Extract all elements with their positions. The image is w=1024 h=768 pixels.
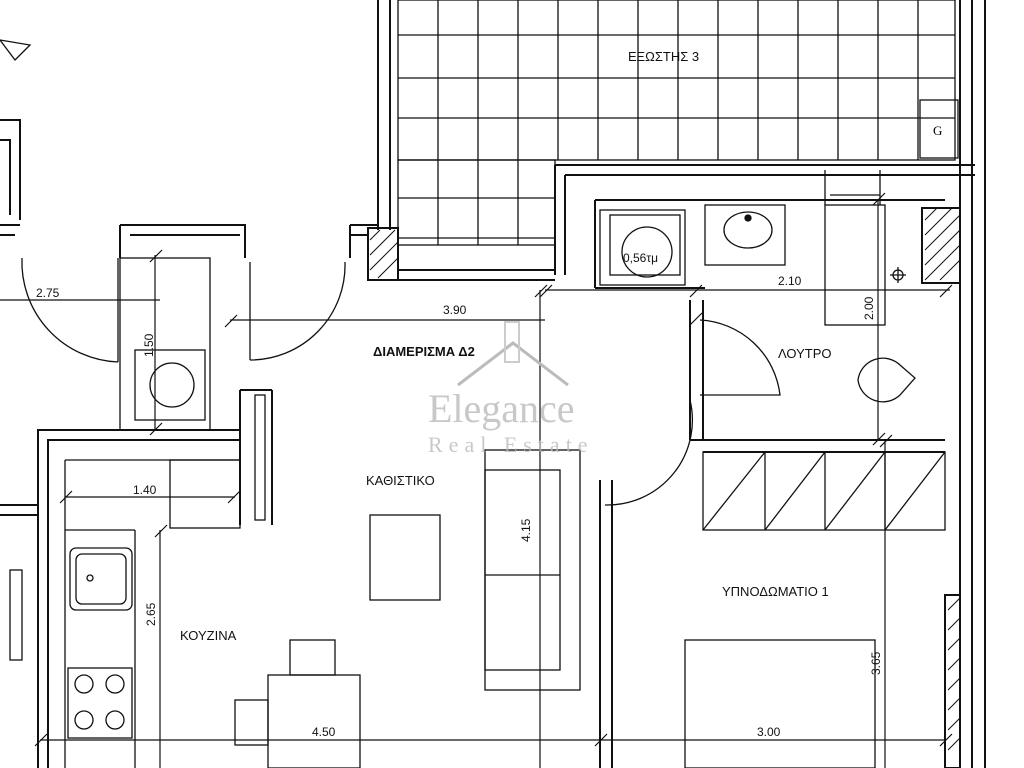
dim-3-90: 3.90 [443,303,467,317]
dimension-lines [0,192,953,768]
balcony-tiles [397,0,956,246]
dim-1-50: 1.50 [142,333,156,357]
svg-text:Real Estate: Real Estate [428,432,594,457]
dim-1-40: 1.40 [133,483,157,497]
hatch [369,207,961,751]
svg-text:Elegance: Elegance [428,386,575,431]
shower-area-label: 0,56τμ [623,251,658,265]
dim-3-00: 3.00 [757,725,781,739]
dim-3-65: 3.65 [869,651,883,675]
walls [0,0,986,768]
gas-label: G [933,123,942,138]
room-label-kitchen: ΚΟΥΖΙΝΑ [180,628,237,643]
dim-2-65: 2.65 [144,602,158,626]
watermark-logo: Elegance Real Estate [428,321,594,457]
room-label-bedroom: ΥΠΝΟΔΩΜΑΤΙΟ 1 [722,584,829,599]
room-label-bath: ΛΟΥΤΡΟ [778,346,832,361]
room-label-balcony: ΕΞΩΣΤΗΣ 3 [628,49,699,64]
fixtures [9,99,959,768]
dim-2-75: 2.75 [36,286,60,300]
dim-4-15: 4.15 [519,518,533,542]
dim-2-00: 2.00 [862,296,876,320]
dim-4-50: 4.50 [312,725,336,739]
room-label-living: ΚΑΘΙΣΤΙΚΟ [366,473,435,488]
dim-2-10: 2.10 [778,274,802,288]
apartment-title: ΔΙΑΜΕΡΙΣΜΑ Δ2 [373,344,475,359]
door-swings [0,39,881,506]
